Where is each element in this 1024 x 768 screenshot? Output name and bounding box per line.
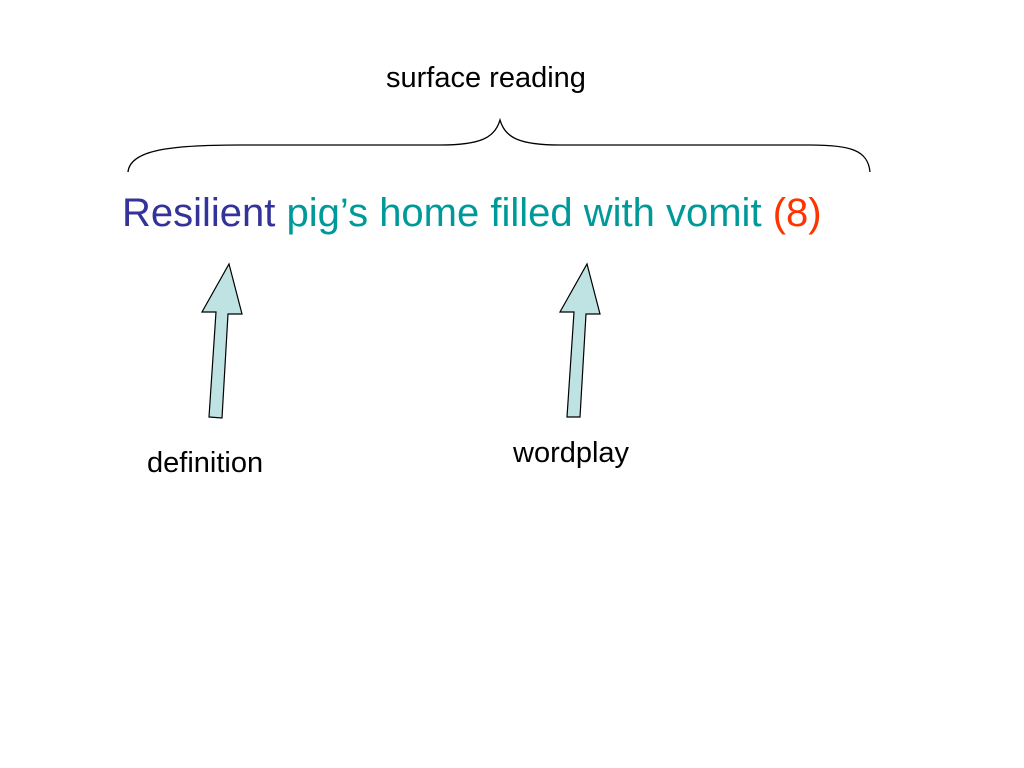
clue-text: Resilient pig’s home filled with vomit (… [122,193,822,233]
surface-reading-label: surface reading [386,62,586,94]
clue-wordplay-part: pig’s home filled with vomit [286,191,762,235]
wordplay-arrow-icon [558,262,601,418]
clue-enumeration: (8) [772,191,822,235]
wordplay-label: wordplay [513,437,630,469]
clue-definition-part: Resilient [122,191,276,235]
curly-brace-icon [127,117,871,173]
definition-label: definition [147,447,264,479]
definition-arrow-icon [200,262,243,419]
